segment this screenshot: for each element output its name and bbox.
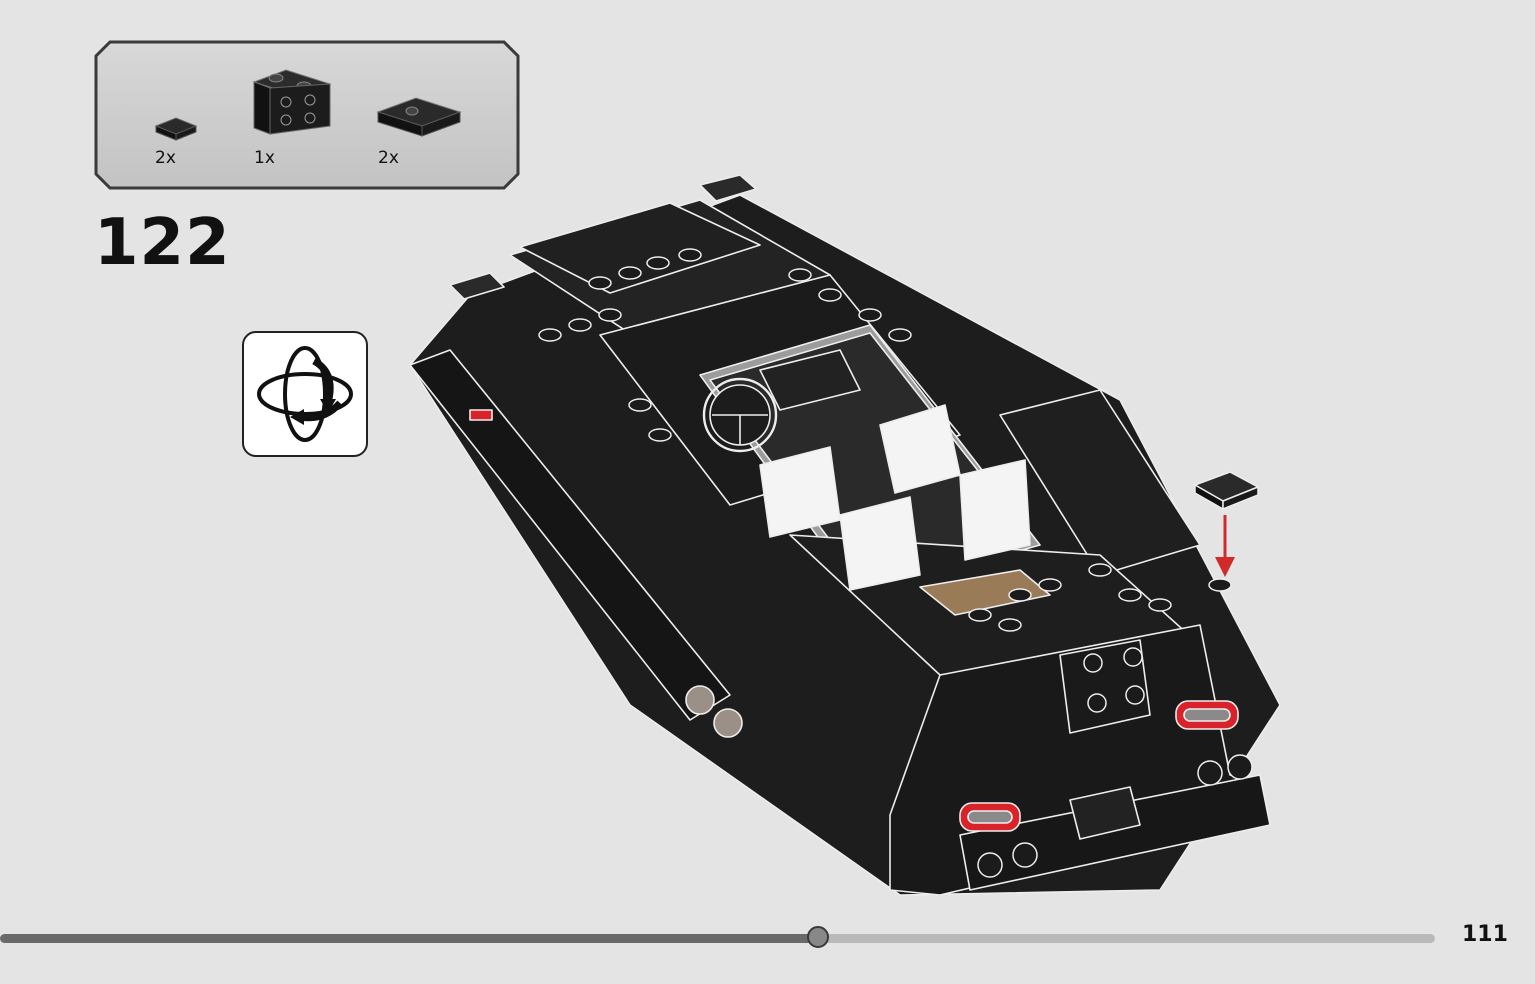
bracket-black-icon [252,69,332,135]
placement-arrow [1193,471,1260,577]
parts-callout: 2x 1x 2x [94,40,520,190]
tile-1x1-black-icon [154,117,198,141]
model-illustration [409,175,1281,896]
page-number: 111 [1462,922,1508,947]
progress-thumb[interactable] [806,926,829,948]
rotate-hint-box [242,331,368,457]
tile-2x2-black-icon [376,97,462,137]
part-quantity: 1x [254,148,275,168]
step-number: 122 [94,206,231,280]
part-quantity: 2x [378,148,399,168]
progress-bar [0,934,1435,943]
rotate-model-icon [257,346,353,442]
part-quantity: 2x [155,148,176,168]
